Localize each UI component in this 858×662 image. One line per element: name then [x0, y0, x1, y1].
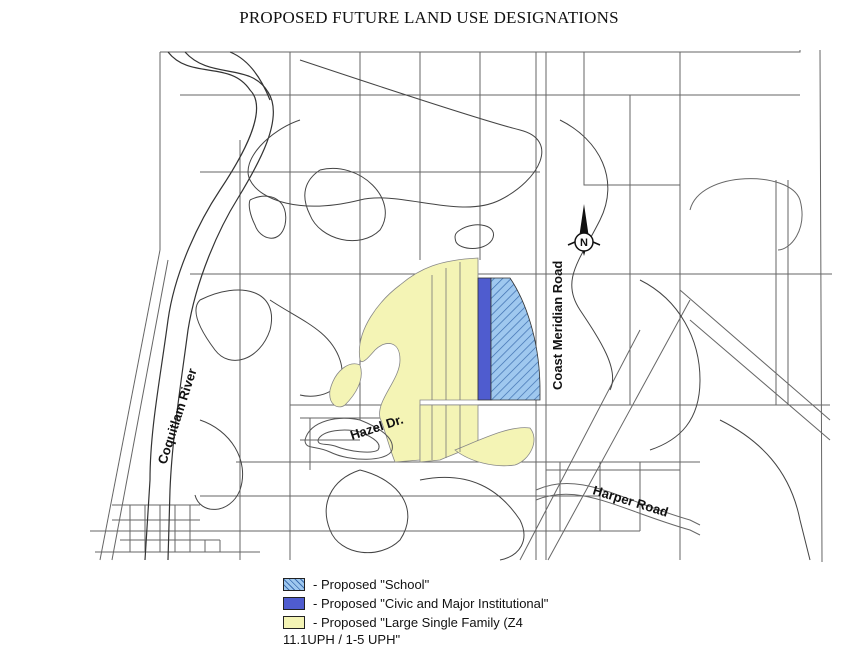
map-title: PROPOSED FUTURE LAND USE DESIGNATIONS — [239, 8, 619, 27]
coquitlam-river-label: Coquitlam River — [155, 366, 200, 465]
civic-institutional-area[interactable] — [477, 277, 492, 401]
legend-label-civic: - Proposed "Civic and Major Institutiona… — [313, 596, 549, 611]
coast-meridian-road-label: Coast Meridian Road — [550, 261, 565, 390]
north-arrow: N — [567, 204, 601, 256]
school-area[interactable] — [490, 277, 541, 401]
compass-letter: N — [580, 237, 588, 249]
legend-label-school: - Proposed "School" — [313, 577, 430, 592]
legend-label-large-line2: 11.1UPH / 1-5 UPH" — [283, 632, 401, 647]
hazel-drive-loop — [304, 417, 393, 460]
civic-swatch — [283, 597, 305, 610]
legend-label-large-line1: - Proposed "Large Single Family (Z4 — [313, 615, 523, 630]
land-use-map[interactable]: N Coquitlam River Hazel Dr. Coast Meridi… — [0, 0, 858, 570]
large-single-family-area[interactable] — [329, 257, 535, 467]
coquitlam-river — [144, 51, 274, 561]
contour-lines — [194, 59, 811, 561]
school-swatch — [283, 578, 305, 591]
large-single-family-swatch — [283, 616, 305, 629]
